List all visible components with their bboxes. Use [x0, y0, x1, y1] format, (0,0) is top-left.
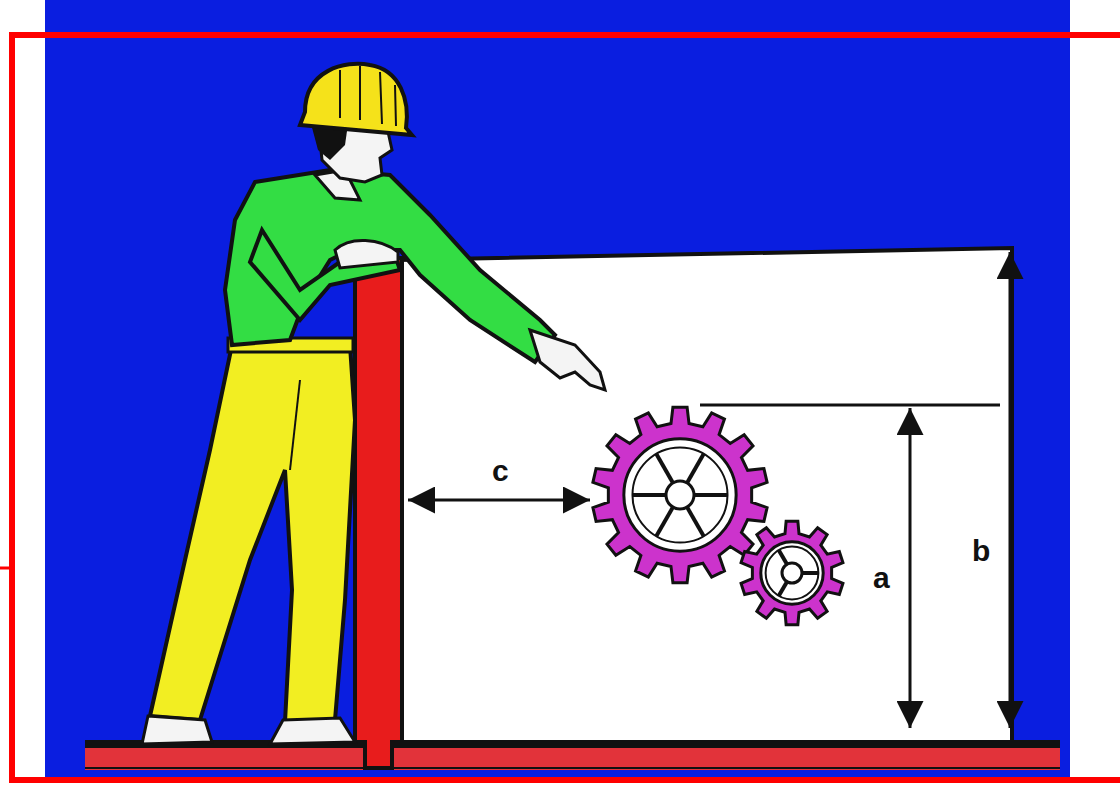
worker-hand — [335, 240, 398, 268]
barrier-post — [355, 258, 402, 768]
gear — [593, 407, 767, 582]
dimension-line — [1009, 252, 1012, 728]
worker-shirt — [225, 170, 555, 362]
floor — [85, 748, 1060, 770]
dimension-label: c — [492, 456, 509, 486]
floor — [85, 740, 1060, 748]
worker-shoe — [270, 718, 355, 744]
gear-pair — [593, 407, 843, 624]
worker-trousers — [150, 345, 355, 722]
dimension-line — [909, 408, 912, 728]
dimension-label: a — [873, 563, 890, 593]
frame — [12, 35, 1120, 780]
dimension-line — [408, 499, 590, 502]
reference-line — [700, 404, 1000, 407]
worker-hand — [530, 330, 605, 390]
gear — [741, 521, 843, 624]
hard-hat — [300, 64, 412, 135]
dimension-label: b — [972, 536, 990, 566]
worker-shoe — [142, 716, 212, 744]
background — [45, 0, 1070, 780]
worker-arm — [250, 230, 400, 320]
